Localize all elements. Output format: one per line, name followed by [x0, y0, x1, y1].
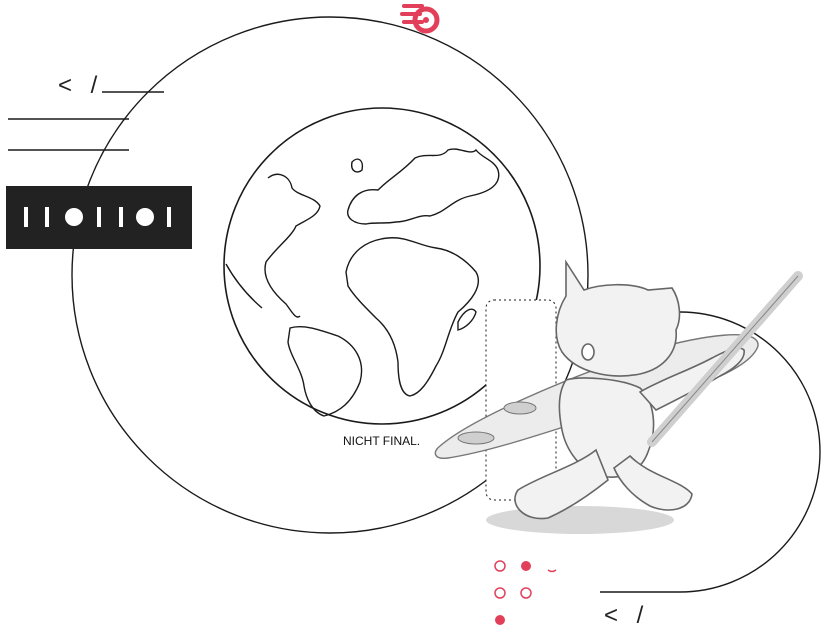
code-tag-top: < / [58, 72, 104, 99]
globe [223, 107, 541, 425]
dot-grid [494, 560, 557, 625]
paint-brush-outline [651, 275, 799, 443]
continent-south-america [287, 326, 363, 417]
orbit-ring [71, 16, 589, 534]
draft-caption: NICHT FINAL. [343, 434, 421, 448]
continent-europe [347, 148, 500, 225]
binary-glyphs [24, 207, 171, 227]
continent-africa [345, 237, 479, 397]
continent-americas [264, 173, 321, 318]
rocket-logo-icon [400, 4, 440, 34]
orbit-ring-right [600, 311, 821, 593]
code-tag-bottom: < / [604, 602, 650, 629]
island-madagascar [457, 308, 477, 331]
continent-edge-left [225, 263, 263, 309]
mascot-shadow [486, 506, 674, 534]
island-uk [350, 158, 364, 173]
